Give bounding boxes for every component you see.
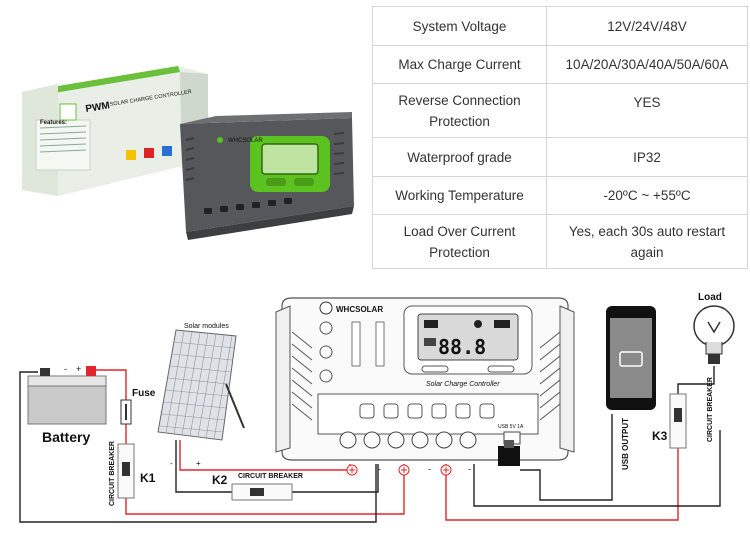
- solar-panel-icon: [157, 329, 245, 441]
- battery-label: Battery: [42, 429, 90, 445]
- k1-label: K1: [140, 471, 156, 485]
- table-row: Load Over Current Protection Yes, each 3…: [372, 214, 748, 269]
- solar-neg-marker: -: [378, 464, 381, 474]
- usb-output-label: USB OUTPUT: [621, 418, 630, 470]
- circuit-breaker-k2: [231, 483, 293, 501]
- phone-icon: [606, 306, 656, 410]
- controller-caption: Solar Charge Controller: [426, 381, 500, 388]
- k1-breaker-label: CIRCUIT BREAKER: [109, 441, 116, 506]
- controller-lcd: [417, 313, 519, 361]
- spec-key: Load Over Current Protection: [372, 214, 547, 269]
- spec-value: 12V/24V/48V: [546, 6, 748, 46]
- usb-plug-icon: [498, 440, 520, 466]
- k2-label: K2: [212, 473, 228, 487]
- light-bulb-icon: [693, 305, 735, 364]
- circuit-breaker-k1: [117, 443, 135, 499]
- solar-label: Solar modules: [184, 323, 229, 330]
- spec-value: 10A/20A/30A/40A/50A/60A: [546, 45, 748, 84]
- spec-value: IP32: [546, 137, 748, 177]
- controller-brand: WHCSOLAR: [336, 305, 383, 314]
- wiring-diagram: - + Battery Fuse CIRCUIT BREAKER K1 Sola…: [19, 292, 735, 523]
- k3-label: K3: [652, 429, 668, 443]
- positive-wires: [92, 369, 679, 521]
- table-row: Reverse Connection Protection YES: [372, 83, 748, 138]
- battery-minus-label: -: [64, 364, 67, 374]
- controller-diagram: WHCSOLAR 88.8 Solar Charge Controller US…: [275, 297, 575, 461]
- box-logo-icon: [59, 103, 77, 121]
- box-badge-icon: [144, 148, 154, 158]
- lcd-battery-icon: [424, 338, 436, 346]
- battery-icon: - +: [27, 364, 107, 425]
- spec-key: Max Charge Current: [372, 45, 547, 84]
- negative-wires: [19, 366, 721, 523]
- spec-key: Waterproof grade: [372, 137, 547, 177]
- terminal-icons: [359, 403, 495, 419]
- box-badge-icon: [126, 150, 136, 160]
- controller-button-right: [487, 365, 515, 373]
- solar-plus-label: +: [196, 459, 201, 468]
- fuse-label: Fuse: [132, 388, 156, 399]
- product-photo: Features: PWM SOLAR CHARGE CONTROLLER WH…: [22, 66, 354, 240]
- product-box: Features: PWM SOLAR CHARGE CONTROLLER: [22, 66, 208, 196]
- box-features-title: Features:: [40, 120, 67, 126]
- lcd-sun-icon: [474, 320, 482, 328]
- spec-key: Reverse Connection Protection: [372, 83, 547, 138]
- circuit-breaker-k3: [669, 393, 687, 449]
- solar-minus-label: -: [170, 459, 173, 468]
- controller-button-left: [421, 365, 449, 373]
- box-brand: PWM: [85, 100, 111, 115]
- lcd-bulb-icon: [494, 320, 510, 328]
- lcd-panel-icon: [424, 320, 438, 328]
- battery-neg-marker: -: [428, 464, 431, 474]
- spec-key: Working Temperature: [372, 176, 547, 215]
- table-row: Waterproof grade IP32: [372, 137, 748, 177]
- controller-logo-icon: [319, 301, 333, 315]
- spec-value: -20ºC ~ +55ºC: [546, 176, 748, 215]
- heat-fins-right: [539, 331, 561, 421]
- device-brand: WHCSOLAR: [228, 138, 263, 144]
- k3-breaker-label: CIRCUIT BREAKER: [707, 377, 714, 442]
- controller-lcd: [261, 143, 319, 175]
- product-controller: WHCSOLAR: [180, 112, 354, 240]
- box-badge-icon: [162, 146, 172, 156]
- polarity-markers: [346, 464, 452, 476]
- fuse-icon: [120, 399, 132, 425]
- spec-table: System Voltage 12V/24V/48V Max Charge Cu…: [372, 6, 748, 269]
- lcd-digits: 88.8: [438, 335, 486, 359]
- k2-breaker-label: CIRCUIT BREAKER: [238, 473, 303, 480]
- table-row: Max Charge Current 10A/20A/30A/40A/50A/6…: [372, 45, 748, 84]
- table-row: Working Temperature -20ºC ~ +55ºC: [372, 176, 748, 215]
- battery-plus-label: +: [76, 364, 81, 374]
- load-neg-marker: -: [468, 464, 471, 474]
- heat-fins-left: [291, 331, 313, 421]
- load-label: Load: [698, 292, 722, 303]
- spec-value: Yes, each 30s auto restart again: [546, 214, 748, 269]
- terminal-screws: [339, 431, 477, 449]
- spec-value: YES: [546, 83, 748, 138]
- spec-key: System Voltage: [372, 6, 547, 46]
- table-row: System Voltage 12V/24V/48V: [372, 6, 748, 46]
- usb-port-label: USB 5V 1A: [498, 424, 524, 430]
